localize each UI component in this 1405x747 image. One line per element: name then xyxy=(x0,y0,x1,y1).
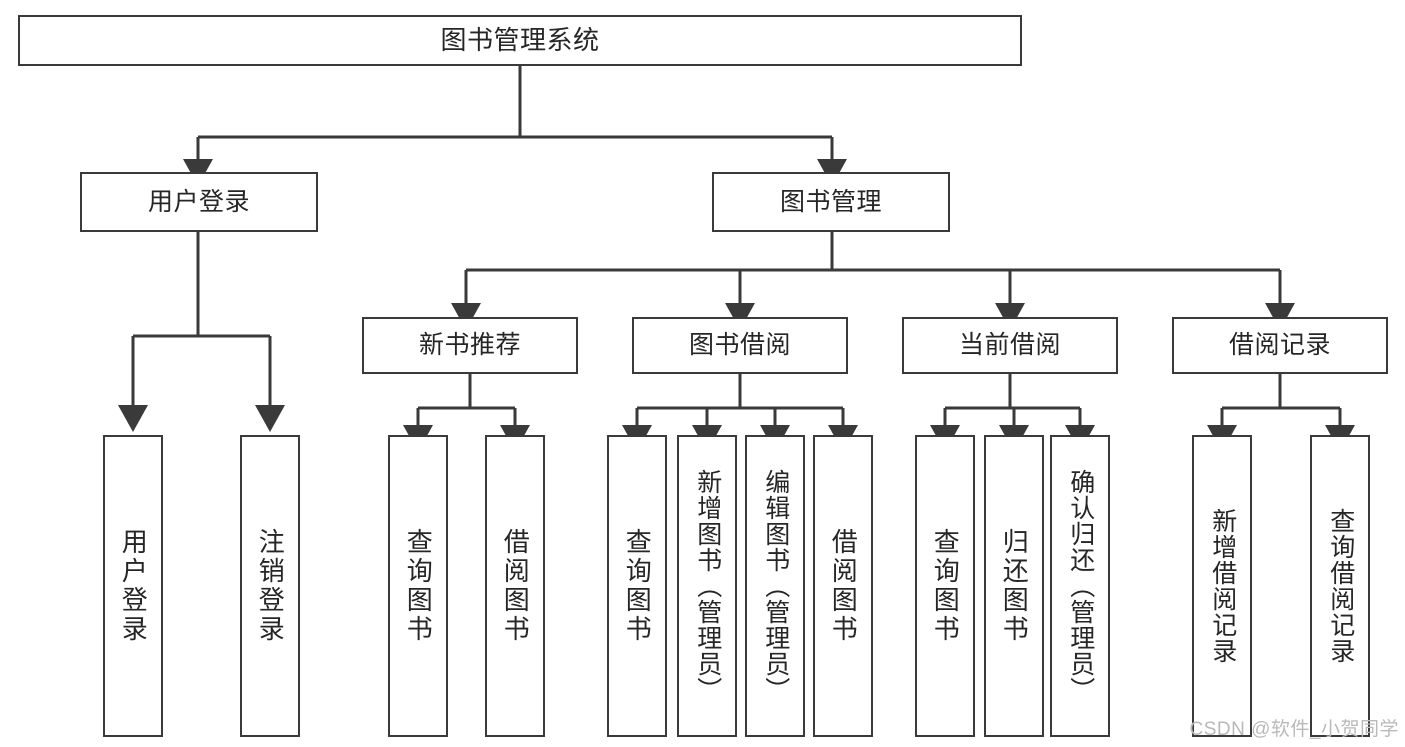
node-book-borrowing[interactable]: 图书借阅 xyxy=(632,317,848,374)
node-current-borrowing[interactable]: 当前借阅 xyxy=(902,317,1118,374)
node-label: 图书借阅 xyxy=(688,331,791,360)
node-label: 用户登录 xyxy=(147,187,250,216)
node-book-management[interactable]: 图书管理 xyxy=(712,172,950,232)
leaf-query-borrow-record[interactable]: 查询借阅记录 xyxy=(1310,435,1370,737)
node-label: 归还图书 xyxy=(999,528,1030,644)
node-label: 查询借阅记录 xyxy=(1326,508,1355,664)
node-label: 确认归还（管理员） xyxy=(1066,469,1095,703)
leaf-user-login[interactable]: 用户登录 xyxy=(103,435,163,737)
node-label: 借阅记录 xyxy=(1228,331,1331,360)
leaf-add-borrow-record[interactable]: 新增借阅记录 xyxy=(1192,435,1252,737)
node-borrow-records[interactable]: 借阅记录 xyxy=(1172,317,1388,374)
node-label: 注销登录 xyxy=(255,528,286,644)
leaf-confirm-return[interactable]: 确认归还（管理员） xyxy=(1050,435,1110,737)
node-user-login[interactable]: 用户登录 xyxy=(80,172,318,232)
node-label: 借阅图书 xyxy=(828,528,859,644)
leaf-query-book-recommendation[interactable]: 查询图书 xyxy=(388,435,448,737)
node-label: 当前借阅 xyxy=(958,331,1061,360)
leaf-query-book-borrowing[interactable]: 查询图书 xyxy=(607,435,667,737)
node-label: 新书推荐 xyxy=(418,331,521,360)
node-label: 查询图书 xyxy=(403,528,434,644)
leaf-add-book[interactable]: 新增图书（管理员） xyxy=(677,435,737,737)
leaf-logout[interactable]: 注销登录 xyxy=(240,435,300,737)
leaf-edit-book[interactable]: 编辑图书（管理员） xyxy=(745,435,805,737)
node-label: 查询图书 xyxy=(930,528,961,644)
node-label: 图书管理系统 xyxy=(440,24,600,55)
node-label: 编辑图书（管理员） xyxy=(761,469,790,703)
node-new-book-recommendation[interactable]: 新书推荐 xyxy=(362,317,578,374)
csdn-watermark: CSDN @软件_小贺同学 xyxy=(1189,719,1399,740)
leaf-borrow-book[interactable]: 借阅图书 xyxy=(813,435,873,737)
leaf-return-book[interactable]: 归还图书 xyxy=(984,435,1044,737)
node-label: 图书管理 xyxy=(779,187,882,216)
node-label: 新增借阅记录 xyxy=(1208,508,1237,664)
leaf-query-book-current[interactable]: 查询图书 xyxy=(915,435,975,737)
leaf-borrow-book-recommendation[interactable]: 借阅图书 xyxy=(485,435,545,737)
node-label: 查询图书 xyxy=(622,528,653,644)
node-label: 借阅图书 xyxy=(500,528,531,644)
node-root-book-management-system[interactable]: 图书管理系统 xyxy=(18,15,1022,66)
node-label: 用户登录 xyxy=(118,528,149,644)
node-label: 新增图书（管理员） xyxy=(693,469,722,703)
